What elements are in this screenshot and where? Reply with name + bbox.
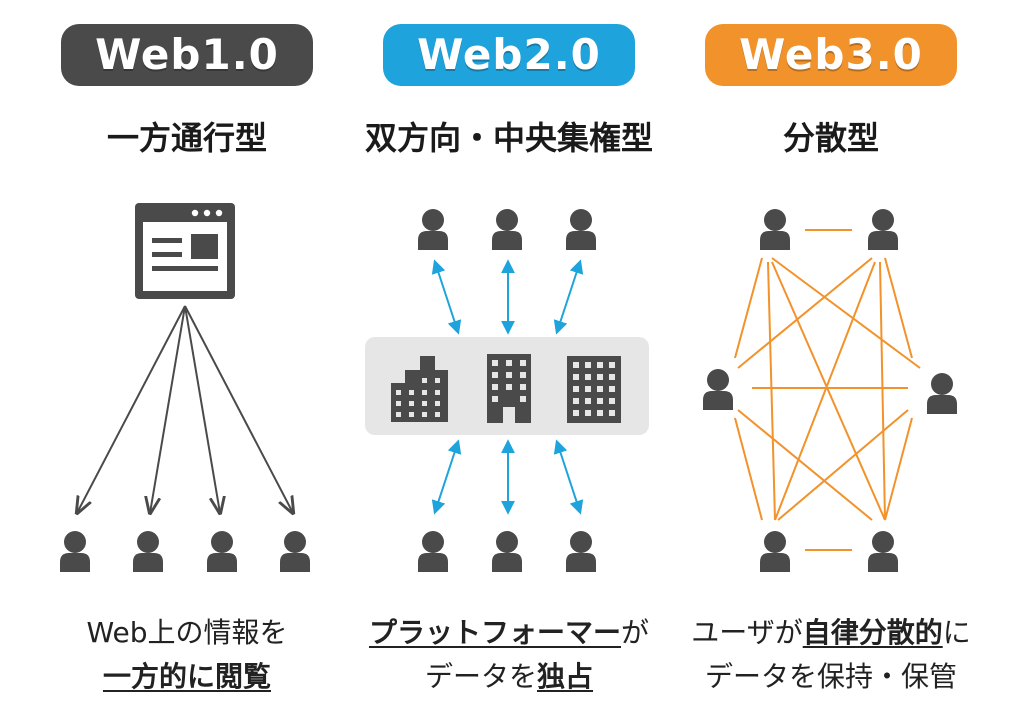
person-icon xyxy=(280,531,310,572)
web3-users xyxy=(703,209,957,572)
web1-caption-line1: Web上の情報を xyxy=(86,616,288,649)
browser-window-icon xyxy=(135,203,235,299)
web2-caption-line1: プラットフォーマーが xyxy=(340,612,678,654)
web2-bottom-users xyxy=(418,531,596,572)
web3-caption-line2: データを保持・保管 xyxy=(704,660,957,693)
web2-caption-emphasis-monopoly: 独占 xyxy=(537,660,594,693)
person-icon xyxy=(566,531,596,572)
person-icon xyxy=(927,373,957,414)
building-icon xyxy=(391,356,448,422)
building-icon xyxy=(487,354,531,423)
web3-badge: Web3.0 xyxy=(705,24,957,86)
web2-caption-line2: データを独占 xyxy=(340,656,678,698)
web2-caption-particle: が xyxy=(621,616,650,649)
web3-subtitle: 分散型 xyxy=(782,119,879,157)
person-icon xyxy=(418,209,448,250)
web1-badge: Web1.0 xyxy=(61,24,313,86)
person-icon xyxy=(868,531,898,572)
person-icon xyxy=(418,531,448,572)
web3-caption-line1: ユーザが自律分散的に xyxy=(670,612,992,654)
web3-caption-emphasis: 自律分散的 xyxy=(802,616,943,649)
web2-subtitle: 双方向・中央集権型 xyxy=(364,119,653,157)
web3-mesh-lines xyxy=(734,229,921,551)
web3-caption-user: ユーザが xyxy=(691,616,803,649)
person-icon xyxy=(492,209,522,250)
person-icon xyxy=(760,531,790,572)
web3-caption-particle: に xyxy=(942,616,971,649)
web2-caption-emphasis-platformer: プラットフォーマー xyxy=(368,616,621,649)
web2-caption-data: データを xyxy=(424,660,537,693)
web2-top-arrows xyxy=(431,259,584,335)
web1-subtitle: 一方通行型 xyxy=(106,119,267,157)
web2-top-users xyxy=(418,209,596,250)
person-icon xyxy=(60,531,90,572)
person-icon xyxy=(133,531,163,572)
web1-users xyxy=(60,531,310,572)
person-icon xyxy=(868,209,898,250)
web2-badge: Web2.0 xyxy=(383,24,635,86)
building-icon xyxy=(567,356,621,423)
person-icon xyxy=(703,369,733,410)
web1-arrows xyxy=(77,305,293,513)
web1-caption-emphasis: 一方的に閲覧 xyxy=(102,660,271,693)
person-icon xyxy=(492,531,522,572)
person-icon xyxy=(760,209,790,250)
person-icon xyxy=(207,531,237,572)
platform-hub xyxy=(365,337,649,435)
person-icon xyxy=(566,209,596,250)
web1-caption-line2: 一方的に閲覧 xyxy=(61,656,313,698)
web2-bottom-arrows xyxy=(431,439,584,515)
